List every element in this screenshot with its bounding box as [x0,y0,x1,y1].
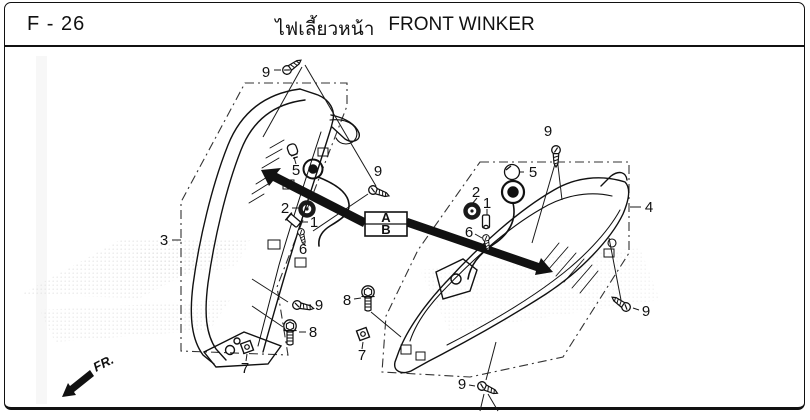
callouts: 9 9 5 2 1 6 3 9 8 7 9 5 2 1 6 4 8 7 9 9 [160,64,653,393]
callout-9: 9 [642,303,650,320]
callout-1: 1 [310,214,318,231]
bulb-icon [503,163,521,181]
hardware-icons [239,56,633,398]
screw-icon [366,183,392,201]
page-title-english: FRONT WINKER [388,14,535,35]
callout-7: 7 [241,360,249,377]
callout-9: 9 [262,64,270,81]
callout-1: 1 [483,195,491,212]
callout-6: 6 [465,224,473,241]
ref-row-a: A [381,210,391,225]
callout-2: 2 [472,184,480,201]
square-nut-icon [239,339,255,355]
callout-3: 3 [160,232,168,249]
ref-table: A B [364,210,408,237]
screw-icon [551,145,561,168]
watermark [20,56,660,404]
screw-icon [291,299,316,314]
page-title: ไฟเลี้ยวหน้า FRONT WINKER [0,14,810,44]
callout-9: 9 [544,123,552,140]
flange-bolt-icon [282,319,298,346]
page-border [4,2,805,410]
right-winker-assembly [394,171,630,374]
callout-6: 6 [299,241,307,258]
callout-9: 9 [458,376,466,393]
bulb-icon [286,143,299,160]
callout-2: 2 [281,200,289,217]
callout-8: 8 [309,324,317,341]
ref-arrow-right [405,218,553,275]
callout-5: 5 [529,164,537,181]
square-nut-icon [355,326,371,342]
flange-bolt-icon [360,285,376,312]
fr-direction-arrow: FR. [62,352,116,397]
callout-7: 7 [358,347,366,364]
callout-8: 8 [343,292,351,309]
grommet-icon [466,205,479,218]
right-lamp-socket [500,179,526,205]
ref-row-b: B [381,222,390,237]
page-code: F - 26 [27,13,86,35]
fr-label: FR. [91,352,116,375]
bulb-holder-icon [481,214,491,230]
callout-5: 5 [292,162,300,179]
callout-9: 9 [315,297,323,314]
header-divider [4,45,805,47]
ref-arrow-left [261,168,367,227]
page-title-thai: ไฟเลี้ยวหน้า [275,19,375,40]
left-lamp-socket [302,158,324,180]
bulb-holder-icon [284,212,301,228]
callout-9: 9 [374,163,382,180]
screw-icon [280,56,305,77]
callout-4: 4 [645,199,653,216]
left-winker-assembly [190,88,360,368]
